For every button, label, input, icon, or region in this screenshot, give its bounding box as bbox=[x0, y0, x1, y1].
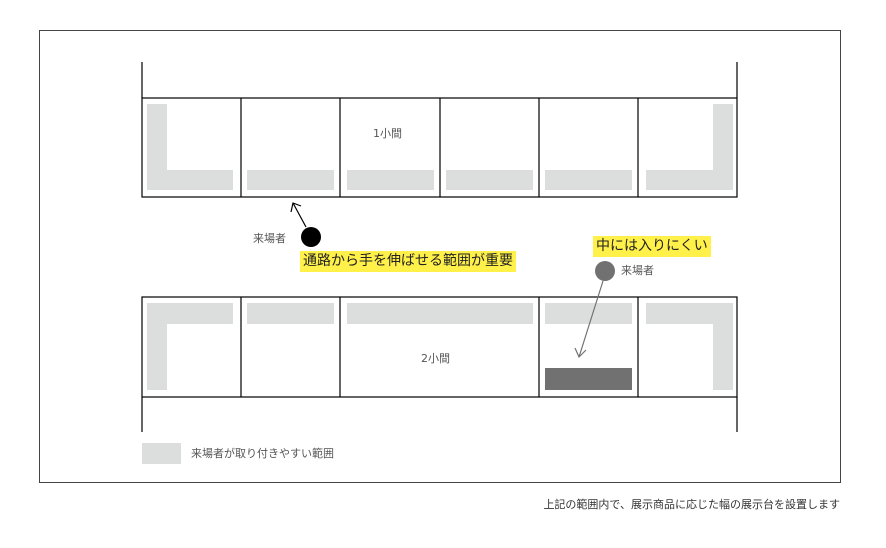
reach-note: 通路から手を伸ばせる範囲が重要 bbox=[300, 251, 516, 272]
hard-to-reach-zone bbox=[545, 368, 632, 390]
bottom-reach-zones bbox=[147, 303, 733, 390]
legend-swatch bbox=[142, 443, 181, 464]
bottom-booth-row bbox=[141, 296, 738, 432]
visitor-2-label: 来場者 bbox=[621, 264, 654, 277]
top-reach-zones bbox=[147, 104, 733, 190]
booth-1-label: 1小間 bbox=[373, 127, 402, 140]
footer-note: 上記の範囲内で、展示商品に応じた幅の展示台を設置します bbox=[543, 498, 840, 511]
legend-label: 来場者が取り付きやすい範囲 bbox=[191, 447, 334, 460]
top-booth-row bbox=[141, 62, 738, 198]
visitor-near bbox=[290, 202, 321, 247]
visitor-far bbox=[574, 261, 615, 359]
outer-frame bbox=[39, 30, 841, 483]
booth-2-label: 2小間 bbox=[421, 352, 450, 365]
visitor-1-label: 来場者 bbox=[253, 232, 286, 245]
hard-to-enter-note: 中には入りにくい bbox=[593, 236, 711, 257]
